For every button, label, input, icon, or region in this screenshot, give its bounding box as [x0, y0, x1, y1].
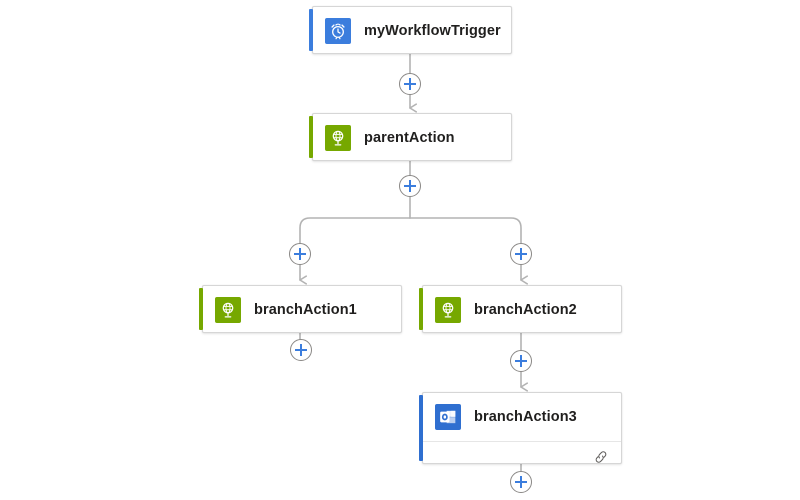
connection-link-icon[interactable]: [593, 449, 609, 465]
node-title: parentAction: [364, 130, 455, 146]
workflow-node-parentAction[interactable]: parentAction: [309, 113, 512, 162]
node-accent-bar: [199, 288, 203, 330]
workflow-node-trigger[interactable]: myWorkflowTrigger: [309, 6, 512, 55]
add-step-button-branch2-above[interactable]: [510, 243, 532, 265]
node-title: myWorkflowTrigger: [364, 23, 501, 39]
node-accent-bar: [419, 395, 423, 461]
http-globe-icon: [215, 297, 241, 323]
node-header[interactable]: branchAction2: [423, 286, 621, 334]
workflow-node-branchAction1[interactable]: branchAction1: [199, 285, 402, 334]
node-title: branchAction3: [474, 409, 577, 425]
clock-timer-icon: [325, 18, 351, 44]
http-globe-icon: [325, 125, 351, 151]
connector-split-to-right: [409, 217, 522, 244]
add-step-button-branch2-to-branch3[interactable]: [510, 350, 532, 372]
add-step-button-branch1-below[interactable]: [290, 339, 312, 361]
outlook-icon: [435, 404, 461, 430]
add-step-button-trigger-to-parent[interactable]: [399, 73, 421, 95]
add-step-button-branch3-below[interactable]: [510, 471, 532, 493]
node-title: branchAction2: [474, 302, 577, 318]
node-footer: [423, 441, 621, 471]
node-header[interactable]: branchAction3: [423, 393, 621, 441]
node-accent-bar: [309, 116, 313, 158]
workflow-node-branchAction2[interactable]: branchAction2: [419, 285, 622, 334]
node-accent-bar: [309, 9, 313, 51]
node-title: branchAction1: [254, 302, 357, 318]
add-step-button-parent-to-branches[interactable]: [399, 175, 421, 197]
node-header[interactable]: myWorkflowTrigger: [313, 7, 511, 55]
node-accent-bar: [419, 288, 423, 330]
connector-split-to-left: [299, 217, 411, 244]
add-step-button-branch1-above[interactable]: [289, 243, 311, 265]
node-header[interactable]: parentAction: [313, 114, 511, 162]
connector-paths: [299, 53, 522, 472]
http-globe-icon: [435, 297, 461, 323]
workflow-node-branchAction3[interactable]: branchAction3: [419, 392, 622, 464]
node-header[interactable]: branchAction1: [203, 286, 401, 334]
